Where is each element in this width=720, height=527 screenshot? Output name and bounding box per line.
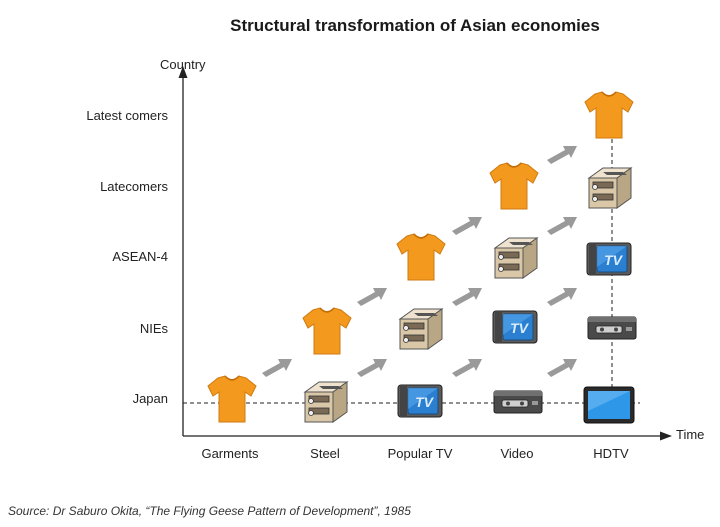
steel-beam-icon [494,237,538,279]
row-label-latecomers: Latecomers [100,179,168,194]
column-label-popular-tv: Popular TV [387,446,453,461]
arrow-icon [547,146,577,164]
y-axis-arrowhead [178,66,188,78]
x-axis-label: Time [676,427,705,442]
steel-beam-icon [304,381,348,423]
arrow-icon [452,288,482,306]
arrow-icon [452,217,482,235]
x-axis-arrowhead [660,431,672,441]
arrow-icon [547,217,577,235]
y-axis-label: Country [160,57,206,72]
steel-beam-icon [399,308,443,350]
vcr-icon [587,316,637,340]
arrow-icon [262,359,292,377]
column-label-hdtv: HDTV [593,446,629,461]
row-label-nies: NIEs [139,321,168,336]
tv-icon: TV [586,242,632,276]
row-label-japan: Japan [132,391,168,406]
steel-beam-icon [588,167,632,209]
arrow-icon [547,288,577,306]
vcr-icon [493,390,543,414]
t-shirt-icon [207,375,257,423]
t-shirt-icon [584,91,634,139]
column-label-video: Video [500,446,534,461]
tv-icon: TV [397,384,443,418]
tv-icon: TV [492,310,538,344]
tv-icon-label: TV [415,394,435,410]
tv-icon-label: TV [510,320,530,336]
column-label-steel: Steel [310,446,340,461]
flat-tv-icon [583,386,635,424]
t-shirt-icon [302,307,352,355]
t-shirt-icon [396,233,446,281]
arrow-icon [452,359,482,377]
diagram-title: Structural transformation of Asian econo… [230,16,600,35]
row-label-latest-comers: Latest comers [86,108,168,123]
t-shirt-icon [489,162,539,210]
tv-icon-label: TV [604,252,624,268]
source-citation: Source: Dr Saburo Okita, “The Flying Gee… [8,504,411,518]
arrow-icon [547,359,577,377]
arrow-icon [357,359,387,377]
arrow-icon [357,288,387,306]
column-label-garments: Garments [201,446,259,461]
row-label-asean-4: ASEAN-4 [112,249,168,264]
